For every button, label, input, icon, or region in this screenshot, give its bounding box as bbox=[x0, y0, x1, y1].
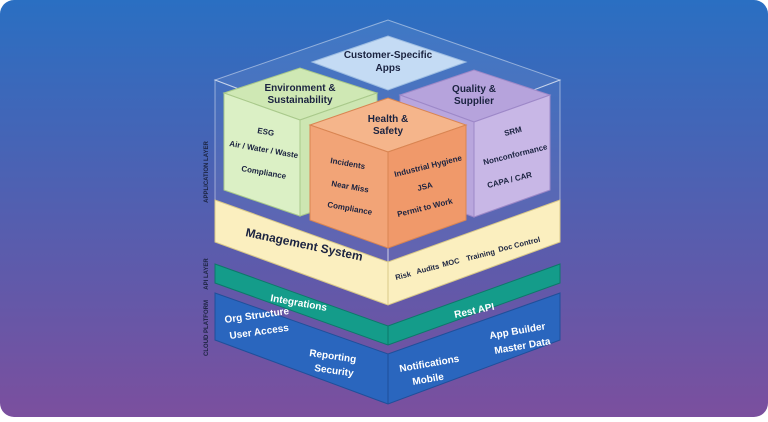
environment-item-esg: ESG bbox=[257, 126, 275, 138]
health-safety-block: Health & Safety Incidents Near Miss Comp… bbox=[308, 97, 468, 249]
api-layer-label: API LAYER bbox=[204, 258, 210, 290]
tag-risk: Risk bbox=[394, 269, 412, 282]
health-title-line1: Health & bbox=[368, 114, 409, 125]
quality-title-line2: Supplier bbox=[454, 96, 494, 107]
mobile-label: Mobile bbox=[412, 372, 446, 388]
tag-moc: MOC bbox=[441, 256, 461, 269]
customer-apps-title-line2: Apps bbox=[376, 63, 401, 74]
cloud-platform-slab: Org Structure User Access Reporting Secu… bbox=[214, 292, 561, 405]
customer-specific-apps-block: Customer-Specific Apps bbox=[310, 35, 468, 91]
security-label: Security bbox=[314, 363, 355, 379]
quality-item-srm: SRM bbox=[503, 125, 523, 138]
quality-title-line1: Quality & bbox=[452, 84, 496, 95]
customer-apps-title-line1: Customer-Specific bbox=[344, 50, 433, 61]
health-item-jsa: JSA bbox=[416, 180, 433, 193]
environment-title-line2: Sustainability bbox=[267, 95, 332, 106]
application-layer-label: APPLICATION LAYER bbox=[204, 141, 210, 203]
cloud-platform-label: CLOUD PLATFORM bbox=[204, 300, 210, 356]
health-title-line2: Safety bbox=[373, 126, 403, 137]
environment-title-line1: Environment & bbox=[264, 83, 335, 94]
